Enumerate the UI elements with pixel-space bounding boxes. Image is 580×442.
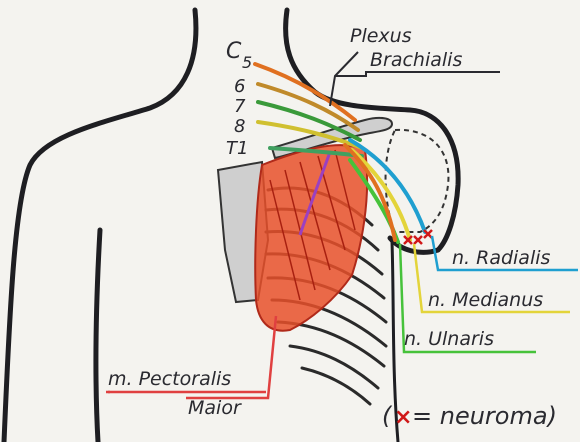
root-label-t1: T1 [226, 138, 248, 159]
plexus-label-line2: Brachialis [370, 49, 462, 71]
medianus-label: n. Medianus [428, 289, 543, 311]
legend-open-paren: ( [382, 402, 393, 430]
root-label-c7: 7 [234, 96, 246, 117]
pectoralis-muscle [255, 145, 367, 331]
legend-neuroma-text: = neuroma) [412, 402, 557, 430]
legend-neuroma-symbol: × [394, 405, 412, 430]
pectoralis-label-line1: m. Pectoralis [108, 368, 231, 390]
root-label-c8: 8 [234, 116, 245, 137]
root-label-c6: 6 [234, 76, 245, 97]
pectoralis-label-line2: Maior [188, 397, 242, 419]
arm-inner-outline [96, 230, 100, 442]
ulnaris-label: n. Ulnaris [404, 328, 494, 350]
root-label-c5: 5 [242, 53, 252, 72]
radialis-label: n. Radialis [452, 247, 551, 269]
root-label-c: C [226, 39, 242, 64]
plexus-label-line1: Plexus [350, 25, 412, 47]
